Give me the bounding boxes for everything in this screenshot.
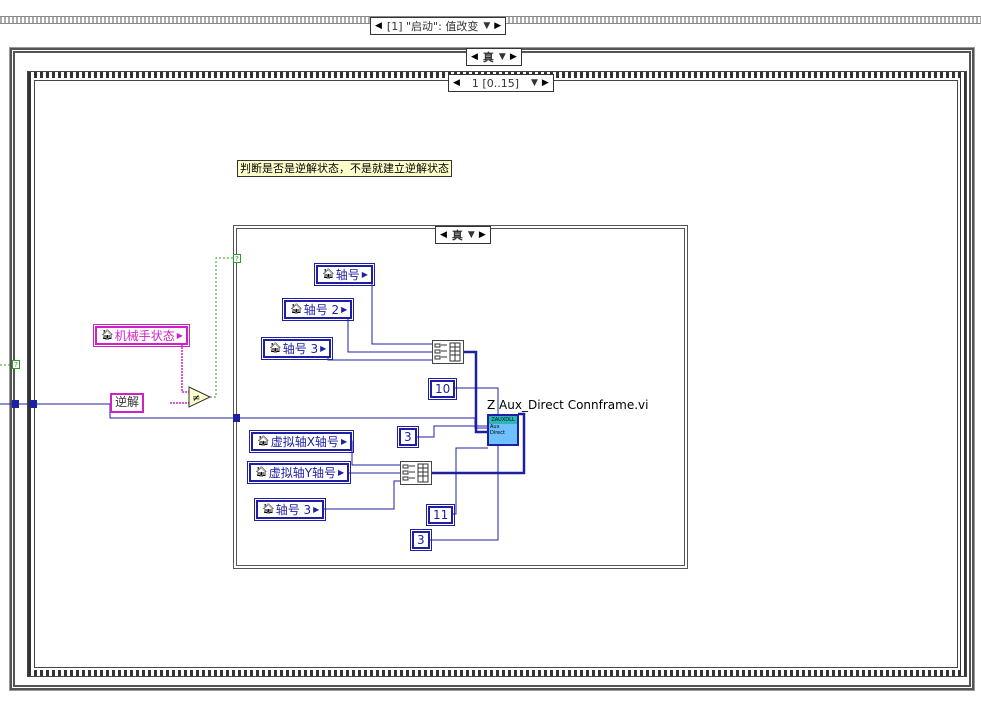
house-icon: 🏠︎ bbox=[257, 435, 270, 447]
inner-case-selector[interactable]: ◀ 真 ▼ ▶ bbox=[435, 226, 491, 244]
svg-text:≠: ≠ bbox=[192, 393, 200, 404]
virtual-x-label: 虚拟轴X轴号 bbox=[270, 434, 339, 449]
decrement-arrow-icon[interactable]: ◀ bbox=[440, 229, 447, 240]
axis3-control[interactable]: 🏠︎ 轴号 3 ▶ bbox=[260, 337, 334, 360]
subvi-icon-text-3: Direct bbox=[490, 430, 505, 436]
bool-tunnel-left: ? bbox=[12, 360, 20, 369]
sequence-label: 1 [0..15] bbox=[471, 76, 519, 90]
sequence-frame bbox=[27, 71, 967, 677]
inner-case-label: 真 bbox=[451, 228, 463, 242]
arrow-right-icon: ▶ bbox=[313, 504, 320, 514]
robot-state-label: 机械手状态 bbox=[114, 328, 175, 343]
subvi-icon-body: Aux Direct bbox=[489, 424, 517, 444]
house-icon: 🏠︎ bbox=[101, 329, 114, 341]
house-icon: 🏠︎ bbox=[322, 268, 335, 280]
house-icon: 🏠︎ bbox=[262, 503, 275, 515]
increment-arrow-icon[interactable]: ▶ bbox=[494, 20, 502, 31]
not-equal-comparator[interactable]: ≠ bbox=[188, 386, 212, 408]
axis2-control[interactable]: 🏠︎ 轴号 2 ▶ bbox=[281, 298, 355, 321]
arrow-right-icon: ▶ bbox=[320, 343, 327, 353]
axis-control[interactable]: 🏠︎ 轴号 ▶ bbox=[314, 263, 375, 286]
subvi-icon[interactable]: ZAUXDLL Aux Direct bbox=[487, 414, 519, 446]
increment-arrow-icon[interactable]: ▶ bbox=[478, 229, 486, 240]
build-array-icon bbox=[434, 342, 461, 362]
house-icon: 🏠︎ bbox=[255, 466, 268, 478]
outer-case-selector[interactable]: ◀ 真 ▼ ▶ bbox=[466, 48, 522, 66]
event-selector-label: [1] "启动": 值改变 bbox=[386, 19, 479, 33]
inner-case-selector-tunnel bbox=[233, 414, 240, 422]
axis3-label: 轴号 3 bbox=[282, 341, 319, 356]
build-array-upper[interactable] bbox=[432, 340, 464, 364]
build-array-lower[interactable] bbox=[400, 461, 432, 485]
robot-state-control[interactable]: 🏠︎ 机械手状态 ▶ bbox=[93, 324, 190, 347]
increment-arrow-icon[interactable]: ▶ bbox=[509, 51, 517, 62]
house-icon: 🏠︎ bbox=[290, 303, 303, 315]
dropdown-arrow-icon[interactable]: ▼ bbox=[483, 20, 491, 31]
arrow-right-icon: ▶ bbox=[176, 330, 183, 340]
constant-3-bottom[interactable]: 3 bbox=[410, 529, 432, 551]
virtual-y-label: 虚拟轴Y轴号 bbox=[268, 465, 337, 480]
decrement-arrow-icon[interactable]: ◀ bbox=[453, 77, 460, 88]
axis3b-control[interactable]: 🏠︎ 轴号 3 ▶ bbox=[253, 498, 327, 521]
dropdown-arrow-icon[interactable]: ▼ bbox=[467, 229, 475, 240]
axis2-label: 轴号 2 bbox=[303, 302, 340, 317]
dropdown-arrow-icon[interactable]: ▼ bbox=[498, 51, 506, 62]
increment-arrow-icon[interactable]: ▶ bbox=[541, 77, 549, 88]
constant-3-top[interactable]: 3 bbox=[397, 426, 419, 448]
event-selector[interactable]: ◀ [1] "启动": 值改变 ▼ ▶ bbox=[370, 17, 507, 35]
arrow-right-icon: ▶ bbox=[340, 436, 348, 446]
decrement-arrow-icon[interactable]: ◀ bbox=[471, 51, 478, 62]
subvi-icon-text-2: Aux bbox=[490, 424, 500, 430]
virtual-y-control[interactable]: 🏠︎ 虚拟轴Y轴号 ▶ bbox=[246, 461, 352, 484]
constant-11[interactable]: 11 bbox=[425, 504, 456, 526]
left-tunnel-sequence bbox=[30, 400, 37, 408]
subvi-label: Z Aux_Direct Connframe.vi bbox=[487, 398, 649, 412]
outer-case-label: 真 bbox=[482, 50, 494, 64]
inverse-constant[interactable]: 逆解 bbox=[110, 393, 145, 413]
left-tunnel-outer bbox=[12, 400, 19, 408]
arrow-right-icon: ▶ bbox=[361, 269, 368, 279]
axis-label: 轴号 bbox=[335, 267, 360, 282]
subvi-icon-header: ZAUXDLL bbox=[489, 416, 517, 424]
arrow-right-icon: ▶ bbox=[341, 304, 348, 314]
virtual-x-control[interactable]: 🏠︎ 虚拟轴X轴号 ▶ bbox=[248, 430, 355, 453]
dropdown-arrow-icon[interactable]: ▼ bbox=[531, 77, 538, 88]
house-icon: 🏠︎ bbox=[269, 342, 282, 354]
decrement-arrow-icon[interactable]: ◀ bbox=[375, 20, 382, 31]
case-selector-terminal: ? bbox=[233, 254, 241, 263]
comment-label: 判断是否是逆解状态，不是就建立逆解状态 bbox=[237, 160, 452, 177]
build-array-icon bbox=[402, 463, 429, 483]
sequence-selector[interactable]: ◀ 1 [0..15] ▼ ▶ bbox=[448, 74, 554, 92]
constant-10[interactable]: 10 bbox=[427, 378, 458, 400]
axis3b-label: 轴号 3 bbox=[275, 502, 312, 517]
arrow-right-icon: ▶ bbox=[338, 467, 345, 477]
